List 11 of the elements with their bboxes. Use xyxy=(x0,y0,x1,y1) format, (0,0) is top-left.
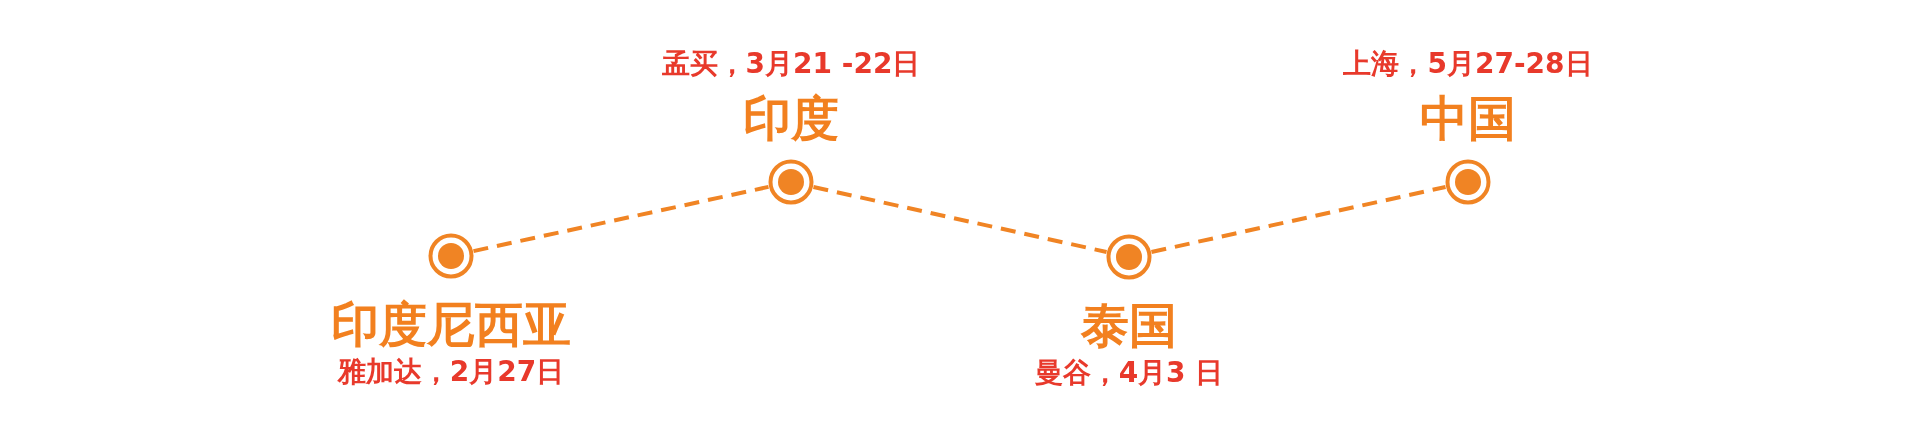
country-name: 中国 xyxy=(1420,91,1516,147)
dashed-connector xyxy=(1151,185,1446,254)
city-date: 曼谷，4月3 日 xyxy=(1034,357,1224,390)
country-name: 泰国 xyxy=(1081,298,1177,354)
dashed-connector xyxy=(473,184,769,254)
dashed-connector xyxy=(813,185,1107,254)
country-name: 印度尼西亚 xyxy=(331,297,571,353)
city-date: 雅加达，2月27日 xyxy=(337,356,565,389)
country-name: 印度 xyxy=(743,91,839,147)
city-date: 孟买，3月21 -22日 xyxy=(661,48,921,81)
city-date: 上海，5月27-28日 xyxy=(1343,48,1593,81)
